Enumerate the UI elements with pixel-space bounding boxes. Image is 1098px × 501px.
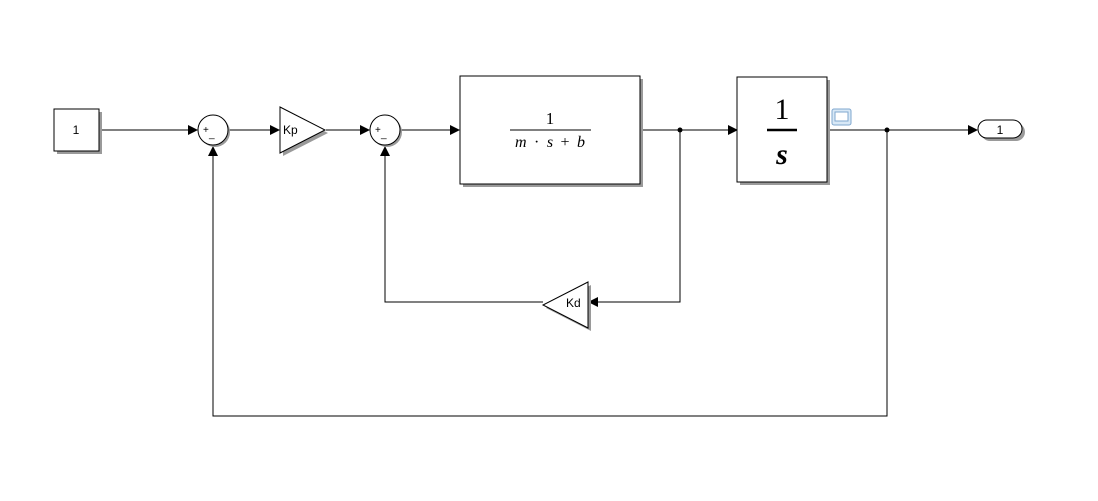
outport-value: 1 [997,123,1004,137]
signal-velocity-to-kd[interactable] [596,130,681,303]
plant-denominator-plus: + [561,134,570,151]
sum1-plus-sign: + [203,125,209,136]
sum-block-1[interactable]: + _ [197,114,230,147]
arrowhead-kp-input [270,125,280,135]
arrowhead-plant-input [450,125,460,135]
signal-kd-to-sum2[interactable] [384,154,543,303]
integrator-numerator: 1 [775,93,790,126]
arrowhead-sum2-feedback [380,146,390,156]
signal-position-feedback[interactable] [212,130,888,417]
gain-block-kd[interactable]: Kd [541,281,591,331]
plant-numerator: 1 [546,109,555,128]
plant-denominator-m: m [515,134,527,151]
branch-point-position [884,127,890,133]
sum2-minus-sign: _ [380,129,387,140]
gain-kd-label: Kd [566,296,581,310]
arrowhead-kd-input [588,297,598,307]
signal-indicator-icon[interactable] [831,108,852,126]
plant-denominator-b: b [577,134,585,151]
constant-value: 1 [73,123,80,137]
sum2-plus-sign: + [375,125,381,136]
plant-denominator: m · s + b [515,134,585,151]
arrowhead-integrator-input [728,125,738,135]
gain-kp-label: Kp [283,123,298,137]
gain-block-kp[interactable]: Kp [279,106,328,156]
integrator-block[interactable]: 1 s [736,76,830,185]
arrowhead-sum1-feedback [208,146,218,156]
branch-point-velocity [677,127,683,133]
constant-block[interactable]: 1 [53,108,102,154]
sum-block-2[interactable]: + _ [369,114,402,147]
arrowhead-sum1-input [188,125,198,135]
plant-denominator-s: s [547,134,553,151]
arrowhead-outport-input [968,125,978,135]
integrator-denominator: s [775,138,788,171]
outport-block[interactable]: 1 [977,119,1025,141]
arrowhead-sum2-input [360,125,370,135]
sum1-minus-sign: _ [208,129,215,140]
plant-transfer-function-block[interactable]: 1 m · s + b [459,75,643,187]
plant-denominator-dot: · [534,134,539,151]
